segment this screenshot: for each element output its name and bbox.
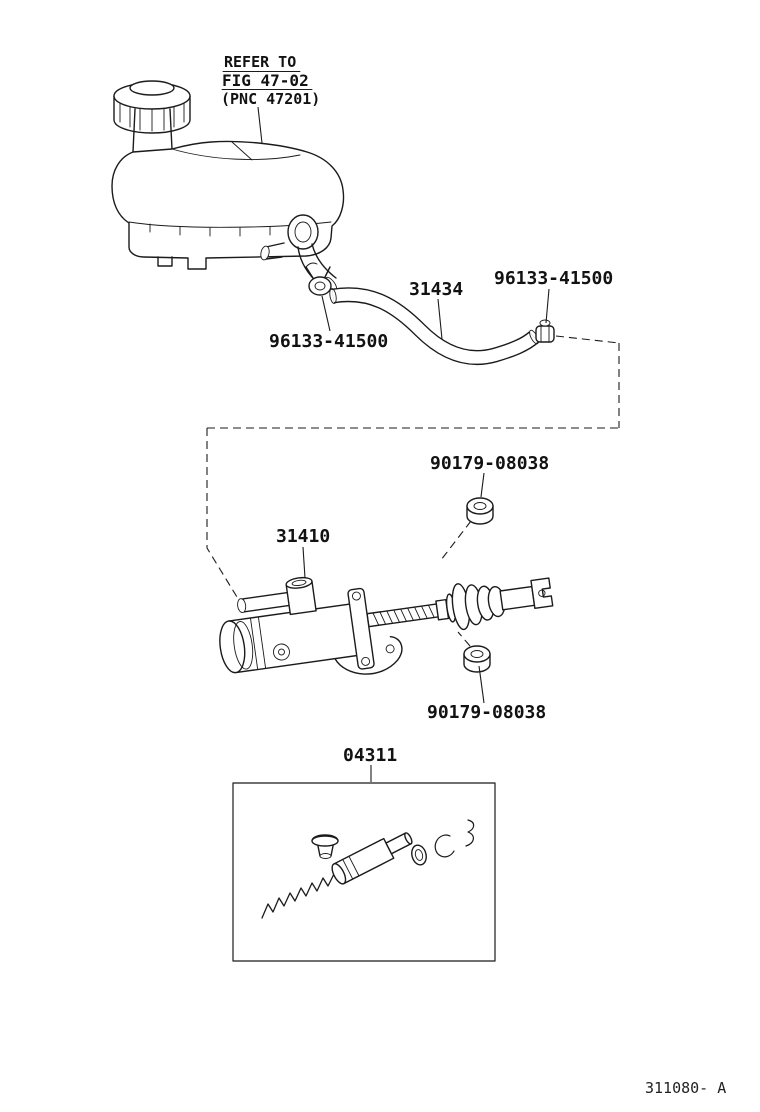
assembly-dashed-lines [206, 335, 620, 647]
part-number-clamp-outlet: 96133-41500 [269, 331, 388, 352]
clamp-drawing-hose-end [535, 319, 555, 343]
refer-note-line3: (PNC 47201) [221, 90, 320, 108]
refer-note-underline [221, 71, 313, 90]
part-number-master-cylinder: 31410 [276, 526, 330, 547]
clamp-drawing-outlet [305, 262, 332, 296]
nut-drawing-upper [466, 497, 494, 525]
repair-kit-drawing [232, 782, 496, 962]
part-number-nut-lower: 90179-08038 [427, 702, 546, 723]
refer-note-line2: FIG 47-02 [222, 71, 309, 90]
nut-drawing-lower [463, 645, 491, 673]
part-number-repair-kit: 04311 [343, 745, 397, 766]
refer-note-line1: REFER TO [224, 53, 296, 71]
leader-lines [257, 106, 550, 782]
part-number-nut-upper: 90179-08038 [430, 453, 549, 474]
part-number-clamp-hose-end: 96133-41500 [494, 268, 613, 289]
fluid-reservoir-drawing [111, 80, 345, 292]
master-cylinder-drawing [219, 576, 554, 675]
drawing-code: 311080- A [645, 1079, 726, 1097]
part-number-hose: 31434 [409, 279, 463, 300]
